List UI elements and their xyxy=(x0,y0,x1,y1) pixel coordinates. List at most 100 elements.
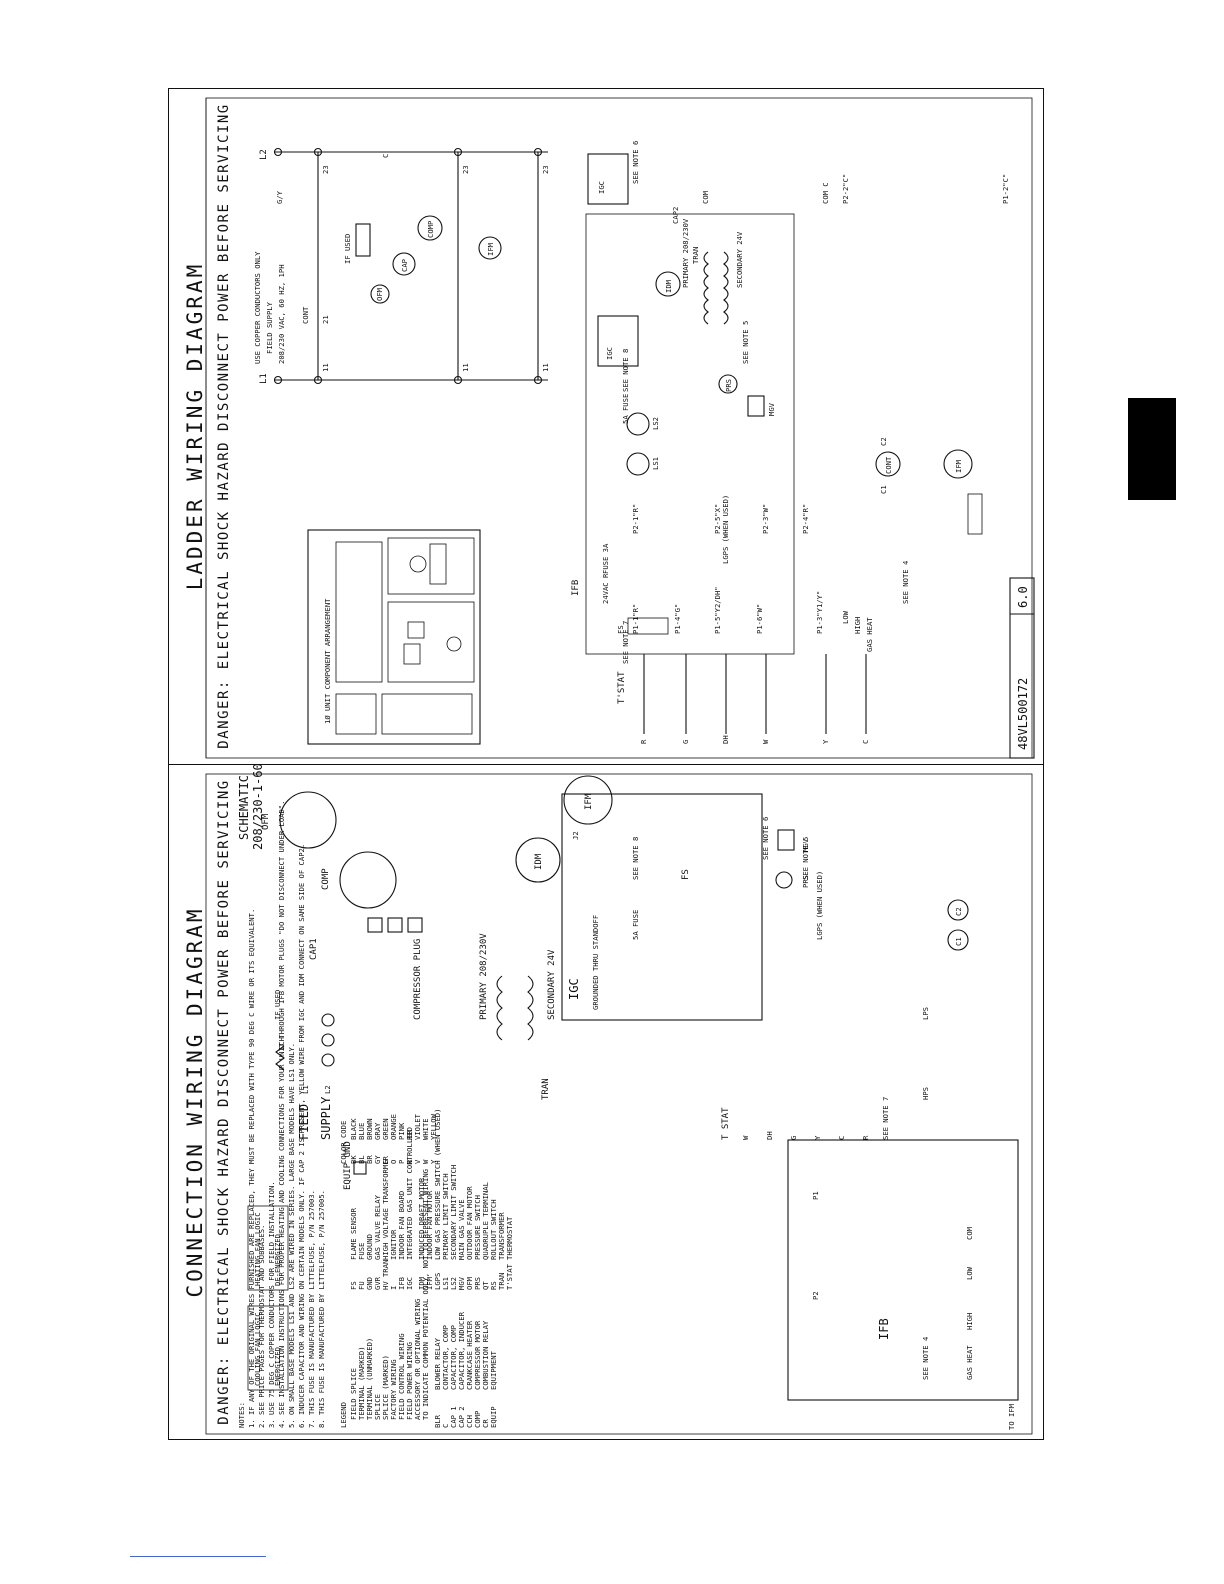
igc-circuit: PRIMARY 208/230V SECONDARY 24V TRAN IGC … xyxy=(479,775,824,1100)
fan-logic-tables: COOLING FAN LOGIC ENERGIZED HEATING FAN … xyxy=(247,1205,289,1391)
c1-terminal-icon xyxy=(947,929,969,951)
abbr-desc: INDUCED DRAFT MOTOR xyxy=(417,1177,426,1260)
note-2: 2. SEE PRICE PAGES FOR THERMOSTAT AND SU… xyxy=(257,1225,266,1428)
igc-5a-fuse-label: 5A FUSE xyxy=(631,910,640,940)
to-ifm-label: TO IFM xyxy=(1007,1403,1016,1430)
thermostat-block: T'STAT R G DH W Y C P1-1"R" P1-4"G" P1-5… xyxy=(617,174,1010,744)
supply-label: SUPPLY xyxy=(319,1096,333,1140)
ifb-label: IFB xyxy=(571,580,581,596)
mgv-valve-icon xyxy=(777,829,795,851)
primary-voltage-label: PRIMARY 208/230V xyxy=(479,933,489,1020)
abbr-code: MGV xyxy=(457,1276,466,1290)
note-8: 8. THIS FUSE IS MANUFACTURED BY LITTELFU… xyxy=(317,1190,326,1428)
legend-common-potential: TO INDICATE COMMON POTENTIAL ONLY, NOT T… xyxy=(421,1169,430,1420)
abbr-code: QT xyxy=(481,1281,490,1290)
tran-label: TRAN xyxy=(541,1078,551,1100)
field-label: FIELD xyxy=(297,1104,311,1140)
arrangement-title: 1Ø UNIT COMPONENT ARRANGEMENT xyxy=(323,598,332,724)
rung-label-23a: 23 xyxy=(321,165,330,174)
5a-fuse-label: 5A FUSE xyxy=(621,394,630,424)
term-p2-2c: P2-2"C" xyxy=(841,174,850,204)
tstat-wire-r: R xyxy=(639,739,648,744)
legend-field-control: FIELD CONTROL WIRING xyxy=(397,1333,406,1420)
connection-title: CONNECTION WIRING DIAGRAM xyxy=(183,906,207,1297)
p1-label: P1 xyxy=(811,1191,820,1200)
fs-label: FS xyxy=(681,869,691,880)
ifm-label: IFM xyxy=(584,793,594,810)
note-5: 5. ON SMALL BASE MODELS LS1 AND LS2 ARE … xyxy=(287,1043,296,1428)
term-low: LOW xyxy=(841,610,850,624)
idm-label: IDM xyxy=(534,853,544,870)
igc-box-1 xyxy=(597,315,639,367)
rung-igc-transformer: IGC IGC IDM TRAN PRIMARY 208/230V SECOND… xyxy=(587,153,744,367)
ladder-danger-warning: DANGER: ELECTRICAL SHOCK HAZARD DISCONNE… xyxy=(216,103,232,748)
term-gas-heat: GAS HEAT xyxy=(865,617,874,652)
ifm-terminal-strip xyxy=(967,493,983,535)
abbr-code: BLR xyxy=(433,1414,442,1428)
igc-board xyxy=(561,793,763,1021)
abbr-desc: IGNITOR xyxy=(389,1229,398,1260)
abbr-desc: OUTDOOR FAN MOTOR xyxy=(465,1186,474,1260)
connection-tstat-block: T STAT W DH G Y C R xyxy=(721,1107,870,1140)
note-7: 7. THIS FUSE IS MANUFACTURED BY LITTELFU… xyxy=(307,1190,316,1428)
abbr-code: LS2 xyxy=(449,1277,458,1290)
color-abbr: BR xyxy=(365,1155,374,1164)
color-name: BLUE xyxy=(357,1123,366,1140)
color-abbr: G xyxy=(381,1160,390,1164)
conn-see-note-7: SEE NOTE 7 xyxy=(881,1097,890,1140)
note-6: 6. INDUCER CAPACITOR AND WIRING ON CERTA… xyxy=(297,844,306,1428)
primary-label: PRIMARY 208/230V xyxy=(681,218,690,288)
c2-label: C2 xyxy=(954,907,963,916)
abbr-desc: COMBUSTION RELAY xyxy=(481,1320,490,1390)
tstat-term-y: Y xyxy=(813,1135,822,1140)
abbr-code: PRS xyxy=(473,1277,482,1290)
ls1-icon xyxy=(626,452,650,476)
ls2-label: LS2 xyxy=(651,417,660,430)
color-name: PINK xyxy=(397,1122,406,1140)
abbr-code: GVR xyxy=(373,1276,382,1290)
ifb-outline xyxy=(585,213,795,655)
ladder-title: LADDER WIRING DIAGRAM xyxy=(183,262,207,591)
ifb-gas-heat-terminal: GAS HEAT xyxy=(965,1345,974,1380)
ls2-icon xyxy=(626,412,650,436)
notes-block: NOTES: 1. IF ANY OF THE ORIGINAL WIRES F… xyxy=(237,801,326,1428)
cch-label: CCH xyxy=(277,1037,286,1050)
abbr-desc: HIGH VOLTAGE TRANSFORMER xyxy=(381,1155,390,1260)
legend-block: LEGEND FIELD SPLICE TERMINAL (MARKED) TE… xyxy=(339,1109,514,1428)
abbr-code: IGC xyxy=(405,1277,414,1290)
idm-label: IDM xyxy=(664,279,673,293)
rung-label-23c: 23 xyxy=(541,165,550,174)
ifm-motor-label: IFM xyxy=(954,459,963,473)
term-p2-3w: P2-3"W" xyxy=(761,504,770,534)
rung-label-11c: 11 xyxy=(541,363,550,372)
tstat-wire-g: G xyxy=(681,740,690,744)
abbr-code: RS xyxy=(489,1281,498,1290)
abbr-code: CAP 2 xyxy=(457,1406,466,1428)
abbr-desc: PRIMARY LIMIT SWITCH xyxy=(441,1173,450,1260)
abbr-code: CCH xyxy=(465,1415,474,1428)
legend-accessory: ACCESSORY OR OPTIONAL WIRING xyxy=(413,1299,422,1420)
ifm-motor-block: CONT C1 C2 IFM xyxy=(875,437,983,535)
abbr-desc: CONTACTOR, COMP xyxy=(441,1325,450,1390)
cap1-label: CAP1 xyxy=(309,938,319,960)
legend-field-splice: FIELD SPLICE xyxy=(349,1368,358,1420)
abbr-code: GND xyxy=(365,1277,374,1290)
contactor-coil-block: C1 C2 HPS LPS xyxy=(921,899,969,1100)
cap-label: CAP xyxy=(400,259,409,272)
p2-label: P2 xyxy=(811,1291,820,1300)
abbr-code: EQUIP xyxy=(489,1406,498,1428)
tstat-term-w: W xyxy=(741,1135,750,1140)
term-high: HIGH xyxy=(853,617,862,634)
color-abbr: Y xyxy=(429,1159,438,1164)
abbr-desc: EQUIPMENT xyxy=(489,1350,498,1390)
ifb-low-terminal: LOW xyxy=(965,1266,974,1280)
equip-gnd-label: EQUIP GND xyxy=(343,1141,353,1190)
abbr-code: FS xyxy=(349,1281,358,1290)
ladder-tstat-label: T'STAT xyxy=(617,671,627,704)
footer-rule xyxy=(130,1556,266,1557)
compressor-circuit: CCH IF USED CAP1 COMPRESSOR PLUG OFM COM… xyxy=(261,791,423,1071)
grounded-standoff-label: GROUNDED THRU STANDOFF xyxy=(591,915,600,1010)
abbr-desc: TRANSFORMER xyxy=(497,1212,506,1260)
hps-label: HPS xyxy=(921,1087,930,1100)
color-name: WHITE xyxy=(421,1118,430,1140)
